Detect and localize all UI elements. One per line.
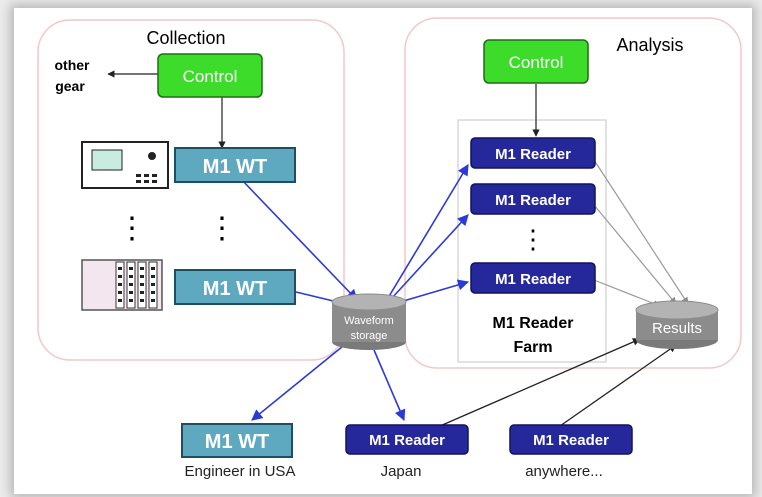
crate-icon xyxy=(81,259,163,311)
collection-title: Collection xyxy=(146,28,225,48)
reader-2-label: M1 Reader xyxy=(495,192,571,209)
storage-label-line1: Waveform xyxy=(344,315,394,327)
reader-node-3: M1 Reader xyxy=(470,262,596,294)
wt-usa-node: M1 WT xyxy=(181,423,293,458)
reader-japan-node: M1 Reader xyxy=(345,424,469,455)
arrow-storage-to-reader2 xyxy=(391,214,469,299)
analysis-control-node: Control xyxy=(483,39,589,84)
reader-anywhere-label: M1 Reader xyxy=(533,432,609,449)
arrow-wt-top-to-storage xyxy=(239,177,358,301)
ellipsis-left: ⋮ xyxy=(117,212,147,245)
results-cylinder: Results xyxy=(635,300,719,349)
arrow-anywhere-to-results xyxy=(559,344,677,427)
analysis-control-label: Control xyxy=(509,53,564,72)
ellipsis-farm: ⋮ xyxy=(520,224,546,254)
arrow-reader3-to-results xyxy=(593,279,661,307)
caption-usa: Engineer in USA xyxy=(185,463,296,480)
arrow-reader2-to-results xyxy=(593,204,677,305)
reader-japan-label: M1 Reader xyxy=(369,432,445,449)
reader-node-2: M1 Reader xyxy=(470,183,596,215)
arrow-storage-to-reader1 xyxy=(387,164,469,299)
arrow-reader1-to-results xyxy=(593,159,689,305)
results-label: Results xyxy=(652,320,702,337)
arrow-storage-to-reader-japan xyxy=(373,349,406,422)
oscilloscope-icon xyxy=(81,141,169,189)
caption-anywhere: anywhere... xyxy=(525,463,603,480)
other-gear-label-line1: other xyxy=(55,57,91,73)
ellipsis-mid: ⋮ xyxy=(207,212,237,245)
reader-farm-frame xyxy=(457,119,607,363)
other-gear-label-line2: gear xyxy=(55,78,85,94)
storage-label-line2: storage xyxy=(351,330,388,342)
reader-1-label: M1 Reader xyxy=(495,146,571,163)
caption-japan: Japan xyxy=(381,463,422,480)
wt-bottom-node: M1 WT xyxy=(174,269,296,305)
collection-region xyxy=(37,19,345,361)
arrow-japan-to-results xyxy=(439,338,641,427)
wt-top-node: M1 WT xyxy=(174,147,296,183)
wt-top-label: M1 WT xyxy=(203,156,267,178)
analysis-title: Analysis xyxy=(616,35,683,55)
wt-bottom-label: M1 WT xyxy=(203,278,267,300)
reader-3-label: M1 Reader xyxy=(495,271,571,288)
arrow-storage-to-reader3 xyxy=(399,279,470,303)
reader-farm-label-line1: M1 Reader xyxy=(493,315,574,332)
wt-usa-label: M1 WT xyxy=(205,431,269,453)
reader-node-1: M1 Reader xyxy=(470,137,596,169)
reader-farm-label-line2: Farm xyxy=(513,339,552,356)
arrow-storage-to-wt-usa xyxy=(251,341,349,421)
waveform-storage-cylinder: Waveform storage xyxy=(331,293,407,350)
reader-anywhere-node: M1 Reader xyxy=(509,424,633,455)
collection-control-node: Control xyxy=(157,53,263,98)
collection-control-label: Control xyxy=(183,67,238,86)
diagram-card xyxy=(14,8,752,494)
